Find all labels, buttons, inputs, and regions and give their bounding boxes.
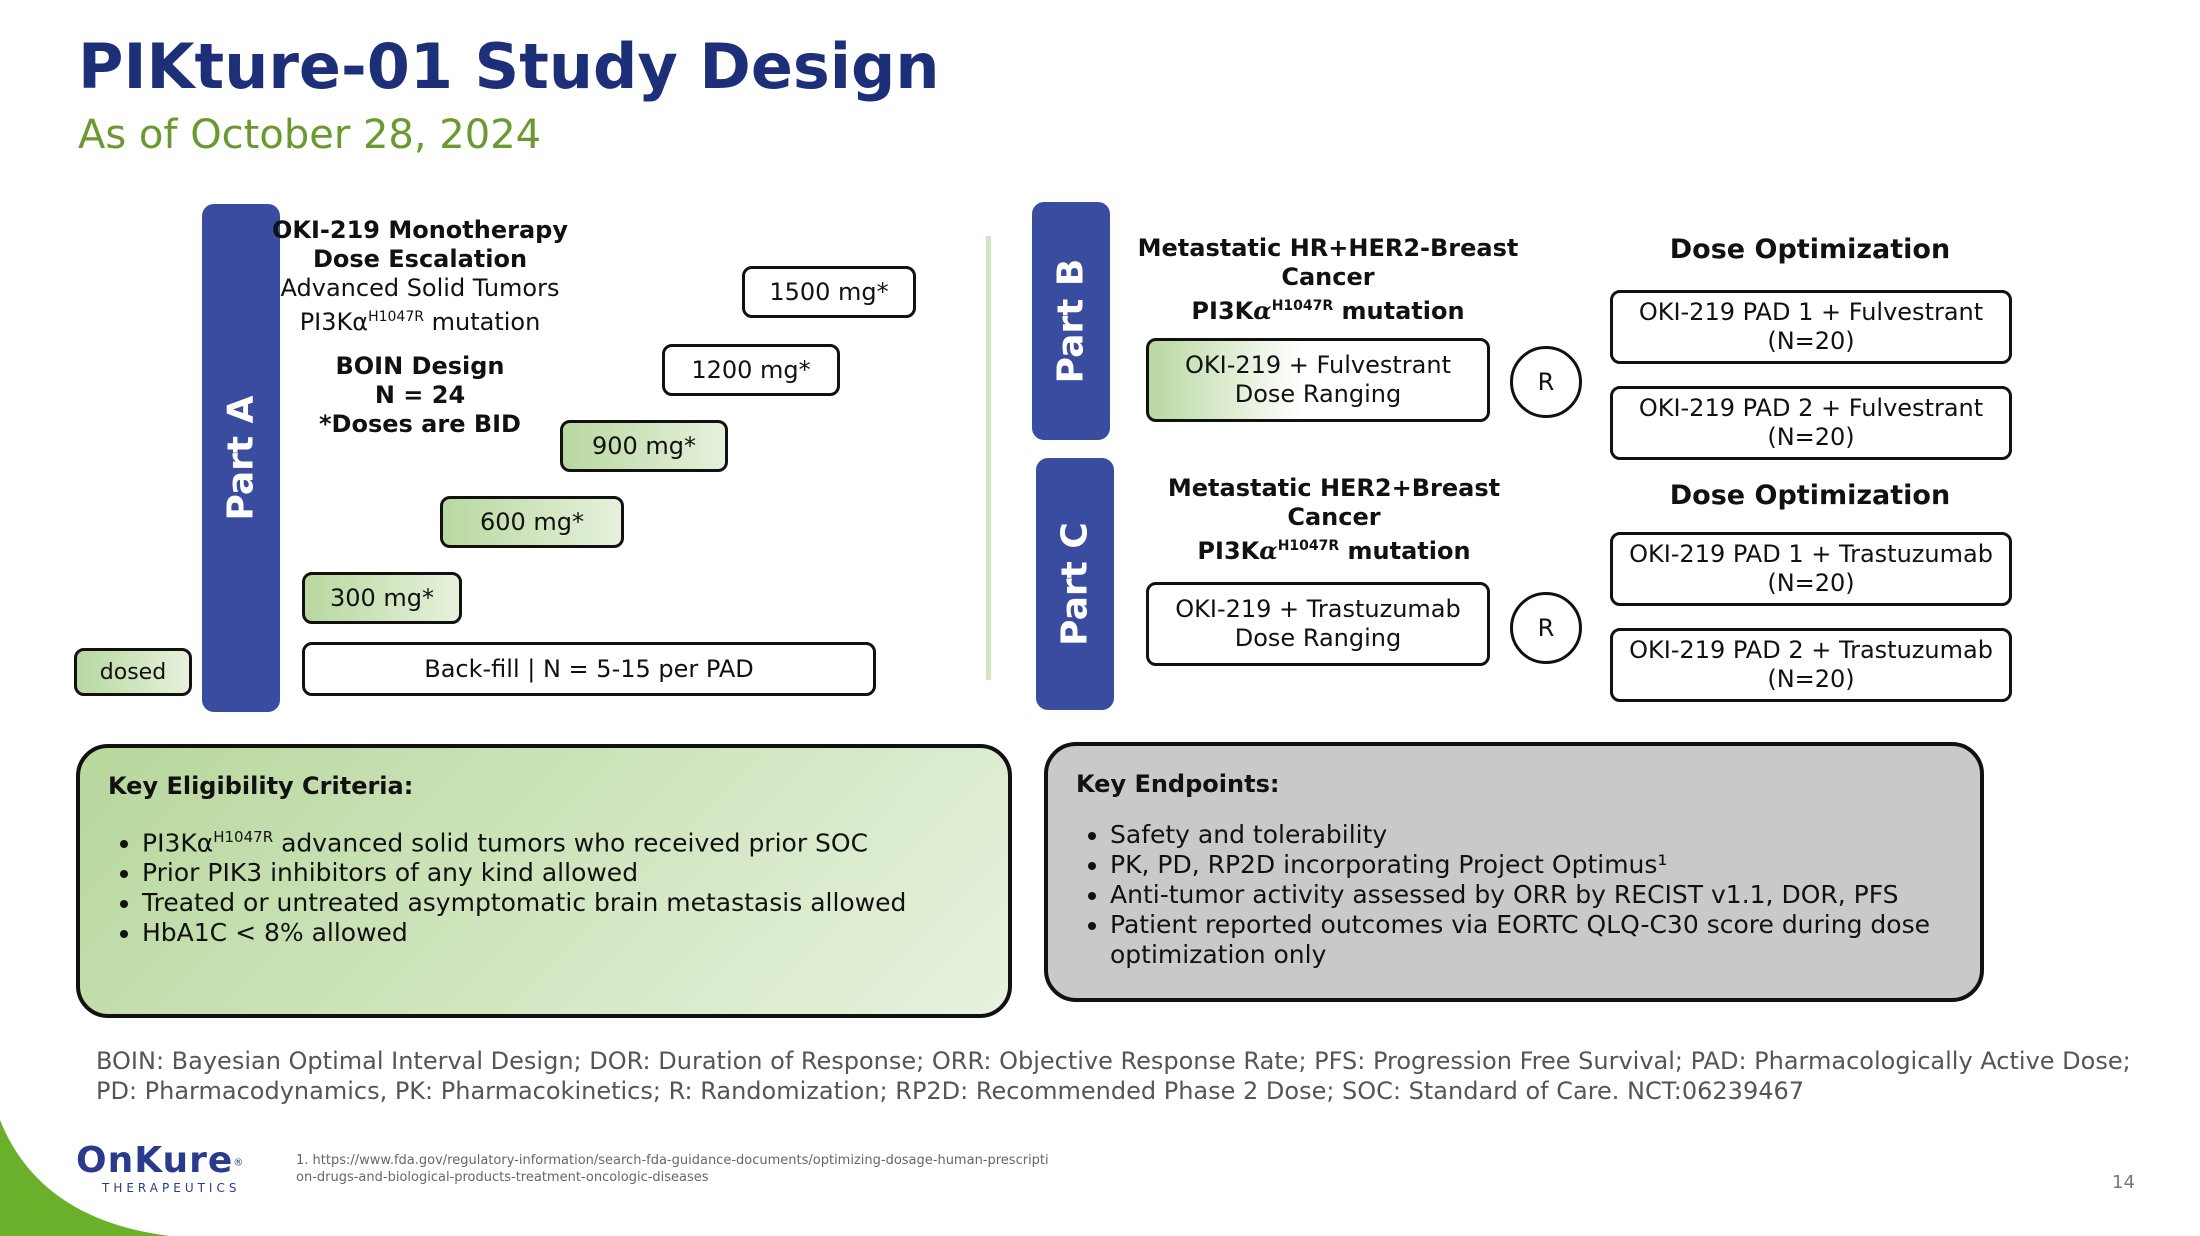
eligibility-item: Prior PIK3 inhibitors of any kind allowe… xyxy=(142,858,980,888)
part-a-design-line2: N = 24 xyxy=(374,381,466,409)
part-b-arm-pad2: OKI-219 PAD 2 + Fulvestrant(N=20) xyxy=(1610,386,2012,460)
part-b-ranging-line2: Dose Ranging xyxy=(1234,380,1402,408)
eligibility-item: PI3KαH1047R advanced solid tumors who re… xyxy=(142,822,980,858)
part-c-arm-pad1: OKI-219 PAD 1 + Trastuzumab(N=20) xyxy=(1610,532,2012,606)
arm-label: OKI-219 PAD 1 + Trastuzumab xyxy=(1629,540,1993,568)
part-c-randomization: R xyxy=(1510,592,1582,664)
part-a-design: BOIN Design N = 24 *Doses are BID xyxy=(300,352,540,439)
endpoints-panel: Key Endpoints: Safety and tolerability P… xyxy=(1044,742,1984,1002)
part-c-bar: Part C xyxy=(1036,458,1114,710)
part-b-mutation-line: PI3KαH1047R mutation xyxy=(1191,296,1465,325)
part-b-heading: Metastatic HR+HER2-Breast Cancer PI3KαH1… xyxy=(1130,234,1526,326)
endpoint-item: Anti-tumor activity assessed by ORR by R… xyxy=(1110,880,1952,910)
part-b-optimization-heading: Dose Optimization xyxy=(1669,234,1951,265)
part-c-ranging-line2: Dose Ranging xyxy=(1234,624,1402,652)
part-c-optimization-heading: Dose Optimization xyxy=(1669,480,1951,511)
arm-n: (N=20) xyxy=(1767,423,1855,451)
part-c-ranging-line1: OKI-219 + Trastuzumab xyxy=(1175,595,1461,623)
dose-step-600mg: 600 mg* xyxy=(440,496,624,548)
footnote-url: 1. https://www.fda.gov/regulatory-inform… xyxy=(296,1153,1049,1185)
part-a-label: Part A xyxy=(220,395,262,521)
eligibility-list: PI3KαH1047R advanced solid tumors who re… xyxy=(108,822,980,948)
part-b-ranging-line1: OKI-219 + Fulvestrant xyxy=(1185,351,1451,379)
section-divider xyxy=(986,236,991,680)
page-number: 14 xyxy=(2112,1172,2135,1193)
logo-subtitle: THERAPEUTICS xyxy=(102,1181,241,1195)
onkure-logo: OnKure® THERAPEUTICS xyxy=(76,1140,243,1195)
endpoints-title: Key Endpoints: xyxy=(1076,770,1280,798)
eligibility-item: HbA1C < 8% allowed xyxy=(142,918,980,948)
abbreviation-definitions: BOIN: Bayesian Optimal Interval Design; … xyxy=(96,1047,2131,1105)
part-b-arm-pad1: OKI-219 PAD 1 + Fulvestrant(N=20) xyxy=(1610,290,2012,364)
arm-label: OKI-219 PAD 2 + Trastuzumab xyxy=(1629,636,1993,664)
arm-n: (N=20) xyxy=(1767,569,1855,597)
page-title: PIKture-01 Study Design xyxy=(78,30,940,103)
endpoint-item: PK, PD, RP2D incorporating Project Optim… xyxy=(1110,850,1952,880)
endpoints-list: Safety and tolerability PK, PD, RP2D inc… xyxy=(1076,820,1952,970)
part-c-heading-line1: Metastatic HER2+Breast Cancer xyxy=(1167,474,1501,531)
dose-step-1500mg: 1500 mg* xyxy=(742,266,916,318)
dose-step-1200mg: 1200 mg* xyxy=(662,344,840,396)
part-b-label: Part B xyxy=(1050,258,1092,384)
eligibility-title: Key Eligibility Criteria: xyxy=(108,772,414,800)
part-c-arm-pad2: OKI-219 PAD 2 + Trastuzumab(N=20) xyxy=(1610,628,2012,702)
part-a-tumor-line: Advanced Solid Tumors xyxy=(280,274,560,302)
legend-dosed: dosed xyxy=(74,648,192,696)
endpoint-item: Safety and tolerability xyxy=(1110,820,1952,850)
backfill-box: Back-fill | N = 5-15 per PAD xyxy=(302,642,876,696)
part-a-design-line3: *Doses are BID xyxy=(319,410,521,438)
arm-n: (N=20) xyxy=(1767,665,1855,693)
dose-step-900mg: 900 mg* xyxy=(560,420,728,472)
part-c-label: Part C xyxy=(1054,522,1096,646)
endpoint-item: Patient reported outcomes via EORTC QLQ-… xyxy=(1110,910,1952,970)
dose-step-300mg: 300 mg* xyxy=(302,572,462,624)
page-subtitle: As of October 28, 2024 xyxy=(78,112,542,158)
part-b-heading-line2: Cancer xyxy=(1281,263,1375,291)
part-a-heading-line1: OKI-219 Monotherapy xyxy=(272,216,568,244)
eligibility-panel: Key Eligibility Criteria: PI3KαH1047R ad… xyxy=(76,744,1012,1018)
corner-arc-decoration xyxy=(0,1120,170,1236)
part-a-heading-line2: Dose Escalation xyxy=(312,245,528,273)
part-b-heading-line1: Metastatic HR+HER2-Breast xyxy=(1137,234,1519,262)
eligibility-item: Treated or untreated asymptomatic brain … xyxy=(142,888,980,918)
part-b-randomization: R xyxy=(1510,346,1582,418)
part-a-heading: OKI-219 Monotherapy Dose Escalation Adva… xyxy=(270,216,570,337)
logo-registered-mark: ® xyxy=(233,1157,244,1169)
arm-label: OKI-219 PAD 2 + Fulvestrant xyxy=(1638,394,1984,422)
part-a-mutation-line: PI3KαH1047R mutation xyxy=(299,308,541,336)
part-a-bar: Part A xyxy=(202,204,280,712)
arm-n: (N=20) xyxy=(1767,327,1855,355)
arm-label: OKI-219 PAD 1 + Fulvestrant xyxy=(1638,298,1984,326)
part-c-mutation-line: PI3KαH1047R mutation xyxy=(1197,536,1471,565)
part-c-heading: Metastatic HER2+Breast Cancer PI3KαH1047… xyxy=(1126,474,1542,566)
part-b-bar: Part B xyxy=(1032,202,1110,440)
part-a-design-line1: BOIN Design xyxy=(335,352,505,380)
logo-wordmark: OnKure xyxy=(76,1140,234,1181)
